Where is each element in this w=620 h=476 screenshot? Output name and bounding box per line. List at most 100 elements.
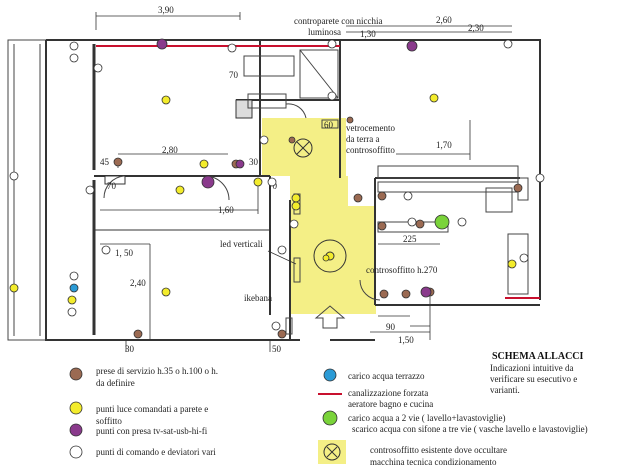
dim-1-70: 1,70 xyxy=(436,140,452,150)
white-switch-points xyxy=(9,39,545,331)
ac-unit-1 xyxy=(293,138,313,158)
brown-point xyxy=(133,329,143,339)
legend-yellow-line2: soffitto xyxy=(96,416,122,426)
legend-ac-line1: controsoffitto esistente dove occultare xyxy=(370,445,507,455)
dim-225: 225 xyxy=(403,234,417,244)
bathroom-fixtures xyxy=(243,49,339,129)
white-point xyxy=(69,53,79,63)
purple-point xyxy=(406,40,418,52)
ceiling-zone-lower xyxy=(290,206,376,314)
white-point xyxy=(69,271,79,281)
dim-90: 90 xyxy=(386,322,396,332)
white-point xyxy=(267,177,277,187)
legend-brown-line1: prese di servizio h.35 o h.100 o h. xyxy=(96,366,218,376)
legend-yellow-line1: punti luce comandati a parete e xyxy=(96,404,208,414)
dimension-labels: 3,90 1,30 2,60 2,30 70 60 1,70 45 2,80 3… xyxy=(100,5,484,354)
white-point xyxy=(93,63,103,73)
brown-point xyxy=(415,219,425,229)
brown-point xyxy=(346,116,354,124)
white-point xyxy=(69,41,79,51)
legend-yellow-swatch xyxy=(69,401,83,415)
dim-70-b: 70 xyxy=(107,181,117,191)
white-point xyxy=(101,245,111,255)
brown-point xyxy=(113,157,123,167)
legend-blue-line1: carico acqua terrazzo xyxy=(348,371,425,381)
legend-green-line1: carico acqua a 2 vie ( lavello+lavastovi… xyxy=(348,413,506,423)
white-point xyxy=(503,39,513,49)
legend-note-3: varianti. xyxy=(490,385,520,395)
dim-45: 45 xyxy=(100,157,110,167)
white-point xyxy=(407,217,417,227)
legend-brown-swatch xyxy=(69,367,83,381)
legend-green-swatch xyxy=(322,410,338,426)
dim-60: 60 xyxy=(324,120,334,130)
white-point xyxy=(289,219,299,229)
legend-white-swatch xyxy=(69,445,83,459)
legend-brown-line2: da definire xyxy=(96,378,135,388)
white-point xyxy=(259,135,269,145)
legend-ac-line2: macchina tecnica condizionamento xyxy=(370,457,497,467)
white-point xyxy=(403,191,413,201)
dim-1-50-a: 1, 50 xyxy=(115,248,134,258)
yellow-point xyxy=(67,295,77,305)
note-led: led verticali xyxy=(220,239,263,249)
dim-1-60: 1,60 xyxy=(218,205,234,215)
brown-point xyxy=(513,183,523,193)
white-point xyxy=(519,253,529,263)
dim-1-30: 1,30 xyxy=(360,29,376,39)
dim-2-40: 2,40 xyxy=(130,278,146,288)
note-contro: controsoffitto h.270 xyxy=(366,265,438,275)
white-point xyxy=(327,91,337,101)
white-point xyxy=(457,217,467,227)
white-point xyxy=(535,173,545,183)
yellow-point xyxy=(175,185,185,195)
dim-50: 50 xyxy=(272,344,282,354)
legend-red-line2: aeratore bagno e cucina xyxy=(348,399,433,409)
brown-point xyxy=(401,289,411,299)
legend-purple-line1: punti con presa tv-sat-usb-hi-fi xyxy=(96,426,208,436)
dim-2-80: 2,80 xyxy=(162,145,178,155)
note-vetro-3: controsoffitto xyxy=(346,145,395,155)
dim-3-90: 3,90 xyxy=(158,5,174,15)
blue-water-point xyxy=(69,283,79,293)
yellow-point xyxy=(322,254,330,262)
ceiling-zone-mid xyxy=(290,176,348,206)
white-point xyxy=(277,245,287,255)
note-vetro-1: vetrocemento xyxy=(346,123,395,133)
legend-red-line1: canalizzazione forzata xyxy=(348,388,428,398)
dim-30-a: 30 xyxy=(249,157,259,167)
yellow-point xyxy=(253,177,263,187)
note-niche-2: luminosa xyxy=(308,27,341,37)
purple-point xyxy=(235,159,245,169)
yellow-point xyxy=(291,201,301,211)
yellow-point xyxy=(429,93,439,103)
ac-unit-markers xyxy=(293,138,347,273)
legend-ac-swatch xyxy=(318,440,346,464)
yellow-point xyxy=(161,95,171,105)
brown-point xyxy=(277,329,287,339)
brown-point xyxy=(377,221,387,231)
yellow-point xyxy=(161,287,171,297)
white-point xyxy=(327,39,337,49)
yellow-point xyxy=(291,193,301,203)
dim-1-50-b: 1,50 xyxy=(398,335,414,345)
legend-green-line2: scarico acqua con sifone a tre vie ( vas… xyxy=(352,424,588,434)
note-vetro-2: da terra a xyxy=(346,134,379,144)
brown-point xyxy=(288,136,296,144)
legend-note-2: verificare su esecutivo e xyxy=(490,374,577,384)
water-points xyxy=(69,214,450,293)
white-point xyxy=(271,321,281,331)
purple-point xyxy=(201,175,215,189)
terrace xyxy=(7,39,47,341)
legend-blue-swatch xyxy=(323,368,337,382)
entrance-arrow xyxy=(314,305,346,329)
dim-30-b: 30 xyxy=(125,344,135,354)
dim-2-30: 2,30 xyxy=(468,23,484,33)
legend-white-line1: punti di comando e deviatori vari xyxy=(96,447,216,457)
room-annotations: controparete con nicchia luminosa vetroc… xyxy=(220,16,438,303)
yellow-point xyxy=(9,283,19,293)
legend-purple-swatch xyxy=(69,423,83,437)
dim-70-a: 70 xyxy=(229,70,239,80)
brown-point xyxy=(377,191,387,201)
